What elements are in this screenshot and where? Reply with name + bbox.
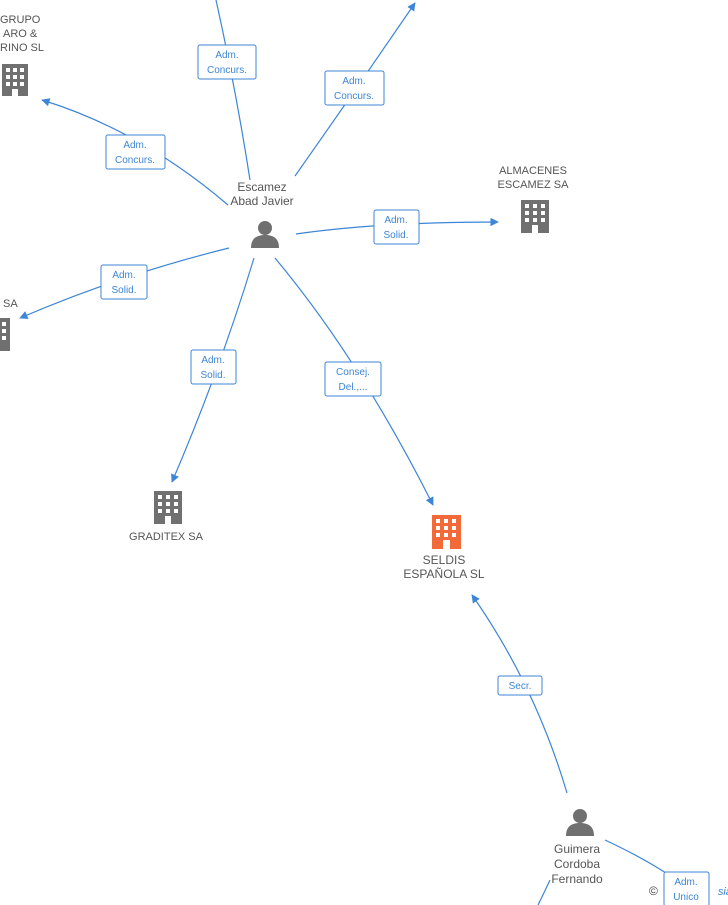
building-icon[interactable] [0, 318, 10, 351]
node-label-guimera: Guimera Cordoba Fernando [537, 842, 617, 887]
edge-label-line1: Adm. [201, 355, 224, 366]
edge-label: Adm. Solid. [373, 209, 420, 245]
building-icon[interactable] [154, 491, 182, 524]
node-label-sa-left: SA [3, 297, 18, 311]
edge-label-line1: Adm. [123, 140, 146, 151]
edge-label-line1: Adm. [674, 877, 697, 888]
node-label-line: GRADITEX SA [129, 531, 203, 543]
node-label-line: ALMACENES [499, 165, 567, 177]
building-icon[interactable] [432, 515, 461, 549]
edge-label: Adm. Solid. [100, 264, 148, 300]
copyright-mark: © sia [649, 884, 728, 898]
edge-label: Adm. Concurs. [105, 134, 166, 170]
building-icon[interactable] [521, 200, 549, 233]
edge-label-line2: Solid. [111, 285, 136, 296]
node-label-line: RINO SL [0, 42, 45, 54]
brand-fragment: sia [717, 886, 728, 898]
edge-label-line2: Concurs. [334, 91, 374, 102]
edge-label: Secr. [497, 675, 543, 696]
node-label-line: ARO & [3, 28, 38, 40]
node-label-line: Fernando [551, 872, 603, 886]
edge-label: Adm. Concurs. [197, 44, 257, 80]
node-label-escamez: Escamez Abad Javier [222, 180, 302, 208]
edge-label: Adm. Solid. [190, 349, 237, 385]
edge-label: Consej. Del.,... [324, 361, 382, 397]
node-label-grupo: GRUPO ARO & RINO SL [0, 13, 44, 55]
node-label-line: SELDIS [422, 553, 466, 567]
edge-label: Adm. Concurs. [324, 70, 385, 106]
node-label-almacenes: ALMACENES ESCAMEZ SA [488, 164, 578, 192]
node-label-line: ESCAMEZ SA [497, 179, 569, 191]
edge-label-line1: Consej. [336, 367, 370, 378]
person-icon[interactable] [566, 809, 594, 836]
edge-label-line2: Unico [673, 892, 699, 903]
edge-label-line2: Solid. [383, 230, 408, 241]
edge-label-line2: Solid. [200, 370, 225, 381]
edge-label-line2: Concurs. [207, 65, 247, 76]
node-label-line: Abad Javier [230, 194, 294, 208]
node-label-seldis: SELDIS ESPAÑOLA SL [394, 553, 494, 581]
edge-label-line2: Del.,... [339, 382, 368, 393]
edge-label-line1: Secr. [509, 681, 532, 692]
edge-label-line1: Adm. [384, 215, 407, 226]
edge-label-line1: Adm. [112, 270, 135, 281]
node-label-line: GRUPO [0, 14, 41, 26]
edge-line [215, 0, 251, 181]
node-label-line: Guimera [553, 842, 600, 856]
edge-label-line1: Adm. [342, 76, 365, 87]
edge-line [537, 879, 551, 905]
node-label-line: SA [3, 298, 18, 310]
node-label-line: Escamez [237, 180, 287, 194]
building-icon[interactable] [2, 64, 28, 96]
edge-label-line2: Concurs. [115, 155, 155, 166]
person-icon[interactable] [251, 221, 279, 248]
node-label-line: ESPAÑOLA SL [403, 567, 485, 581]
copyright-symbol: © [649, 884, 658, 898]
node-label-line: Cordoba [553, 857, 601, 871]
edge-label: Adm. Unico [663, 871, 710, 905]
edge-label-line1: Adm. [215, 50, 238, 61]
node-label-graditex: GRADITEX SA [116, 530, 216, 544]
